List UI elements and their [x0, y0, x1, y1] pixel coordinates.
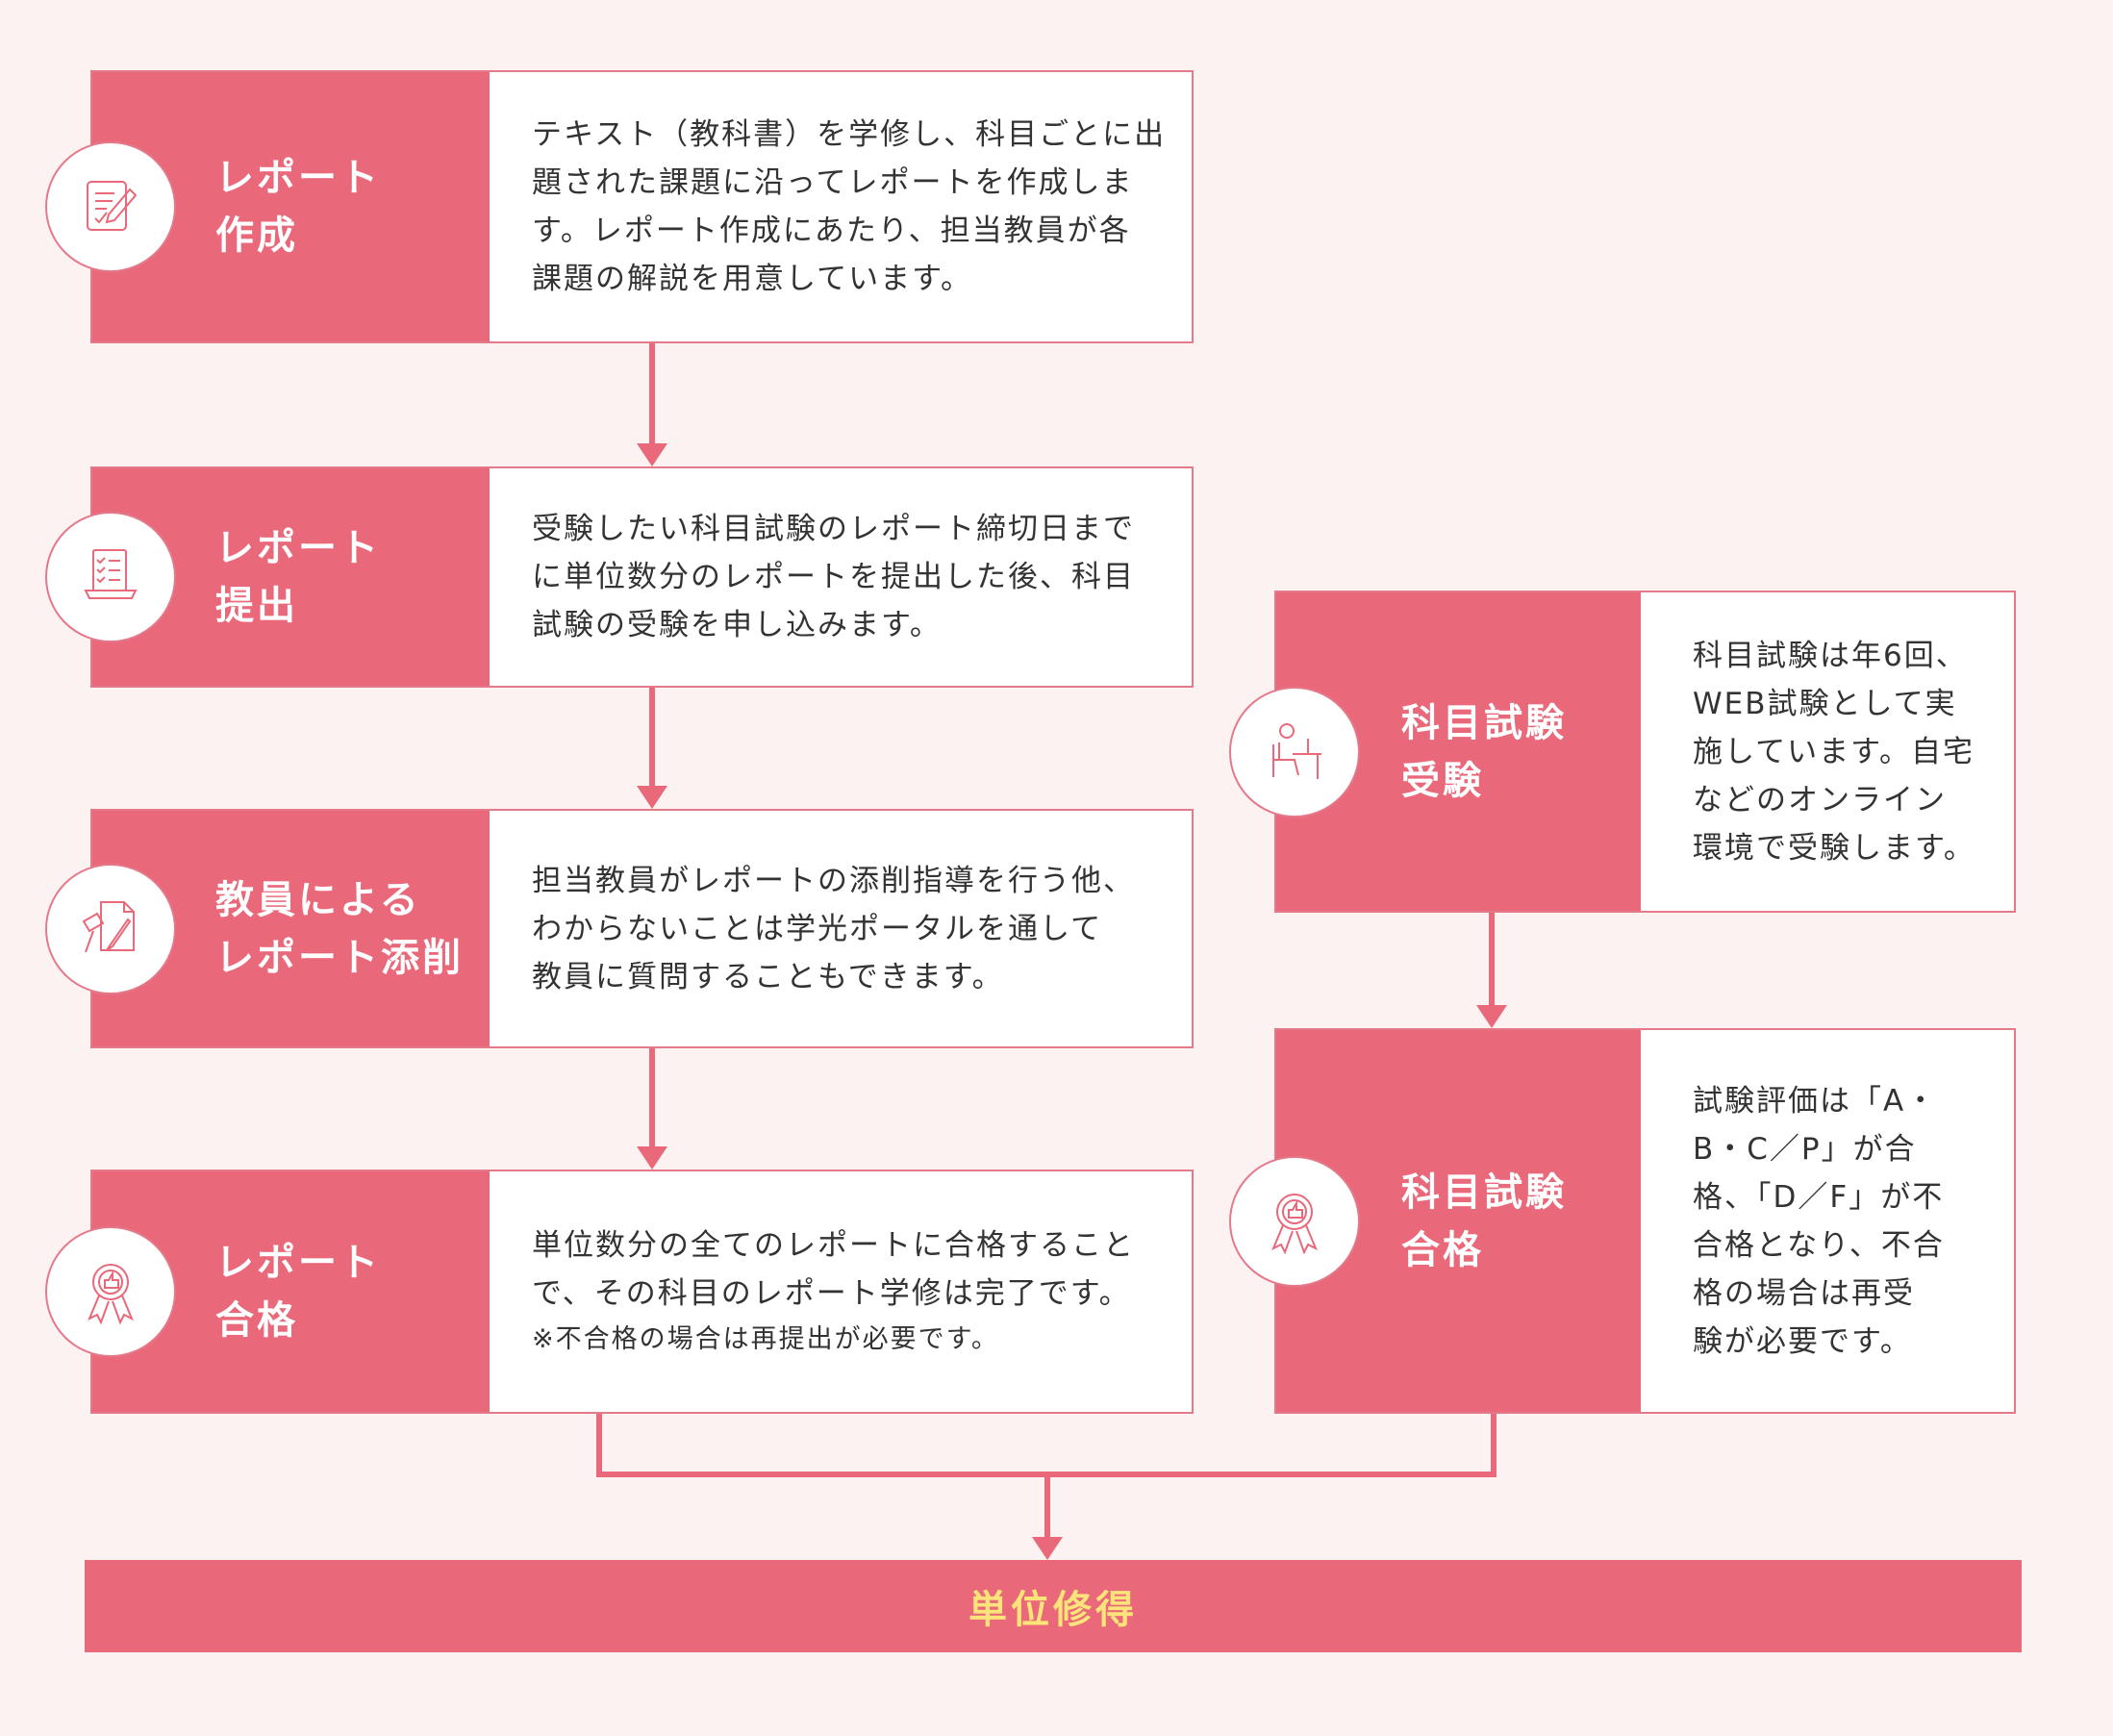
step-card: 科目試験 合格試験評価は「A・B・C／P」が合格、「D／F」が不合格となり、不合…: [1274, 1028, 2016, 1414]
description-line: テキスト（教科書）を学修し、科目ごとに出: [532, 117, 1167, 152]
icon-circle: [1229, 1155, 1360, 1287]
connector: [596, 1414, 602, 1477]
description-line: で、その科目のレポート学修は完了です。: [532, 1276, 1131, 1311]
description-line: 単位数分の全てのレポートに合格すること: [532, 1228, 1135, 1263]
description-line: WEB試験として実: [1693, 686, 1957, 721]
description-line: 格、「D／F」が不: [1693, 1179, 1945, 1215]
description-line: わからないことは学光ポータルを通して: [532, 911, 1103, 946]
icon-circle: [45, 1226, 176, 1357]
description-line: 教員に質問することもできます。: [532, 959, 1004, 994]
step-card: レポート 作成テキスト（教科書）を学修し、科目ごとに出題された課題に沿ってレポー…: [90, 70, 1194, 343]
description-line: 格の場合は再受: [1693, 1275, 1915, 1311]
step-description: 試験評価は「A・ B・C／P」が合格、「D／F」が不合格となり、不合格の場合は再受…: [1641, 1030, 2014, 1412]
description-line: 験が必要です。: [1693, 1323, 1912, 1359]
connector: [1489, 913, 1495, 1005]
step-title: 科目試験 受験: [1276, 592, 1641, 911]
description-line: 試験の受験を申し込みます。: [532, 608, 942, 642]
connector: [649, 343, 655, 443]
connector: [649, 688, 655, 786]
description-line: B・C／P」が合: [1693, 1131, 1917, 1167]
description-line: 環境で受験します。: [1693, 830, 1975, 866]
description-line: 科目試験は年6回、: [1693, 638, 1968, 673]
icon-circle: [1229, 686, 1360, 818]
arrow-down: [1476, 1005, 1507, 1028]
arrow-down: [637, 1146, 667, 1170]
step-title: 教員による レポート添削: [92, 811, 490, 1046]
description-line: 受験したい科目試験のレポート締切日まで: [532, 512, 1135, 546]
description-line: 課題の解説を用意しています。: [532, 262, 972, 296]
arrow-down: [637, 786, 667, 809]
step-description: 単位数分の全てのレポートに合格することで、その科目のレポート学修は完了です。 ※不…: [490, 1171, 1192, 1412]
step-description: 科目試験は年6回、 WEB試験として実施しています。自宅などのオンライン環境で受験…: [1641, 592, 2014, 911]
award-ribbon-icon: [88, 1264, 134, 1325]
connector: [1491, 1414, 1497, 1477]
step-description: 受験したい科目試験のレポート締切日までに単位数分のレポートを提出した後、科目試験…: [490, 468, 1192, 686]
document-correction-icon: [82, 900, 135, 952]
description-line: 題された課題に沿ってレポートを作成しま: [532, 165, 1134, 200]
icon-circle: [45, 512, 176, 642]
person-at-desk-icon: [1272, 722, 1321, 779]
connector: [1044, 1474, 1050, 1538]
step-description: 担当教員がレポートの添削指導を行う他、わからないことは学光ポータルを通して教員に…: [490, 811, 1192, 1046]
final-credit-earned: 単位修得: [85, 1560, 2022, 1652]
description-line: 合格となり、不合: [1693, 1227, 1945, 1263]
icon-circle: [45, 863, 176, 994]
step-card: 教員による レポート添削担当教員がレポートの添削指導を行う他、わからないことは学…: [90, 809, 1194, 1048]
note: ※不合格の場合は再提出が必要です。: [532, 1324, 999, 1354]
description-line: 試験評価は「A・: [1693, 1083, 1938, 1119]
step-title: レポート 作成: [92, 72, 490, 341]
step-card: 科目試験 受験 科目試験は年6回、 WEB試験として実施しています。自宅などのオンラ…: [1274, 591, 2016, 913]
description-line: す。レポート作成にあたり、担当教員が各: [532, 214, 1131, 248]
icon-circle: [45, 141, 176, 272]
report-writing-icon: [87, 181, 138, 231]
description-line: 施しています。自宅: [1693, 734, 1975, 769]
description-line: 担当教員がレポートの添削指導を行う他、: [532, 863, 1135, 898]
laptop-checklist-icon: [84, 549, 138, 599]
connector: [649, 1048, 655, 1146]
step-card: レポート 合格単位数分の全てのレポートに合格することで、その科目のレポート学修は…: [90, 1170, 1194, 1414]
step-card: レポート 提出受験したい科目試験のレポート締切日までに単位数分のレポートを提出し…: [90, 466, 1194, 688]
arrow-down: [637, 443, 667, 466]
description-line: などのオンライン: [1693, 782, 1947, 818]
description-line: に単位数分のレポートを提出した後、科目: [532, 560, 1135, 594]
arrow-down: [1032, 1537, 1063, 1560]
award-ribbon-icon: [1271, 1193, 1318, 1255]
step-description: テキスト（教科書）を学修し、科目ごとに出題された課題に沿ってレポートを作成します…: [490, 72, 1192, 341]
